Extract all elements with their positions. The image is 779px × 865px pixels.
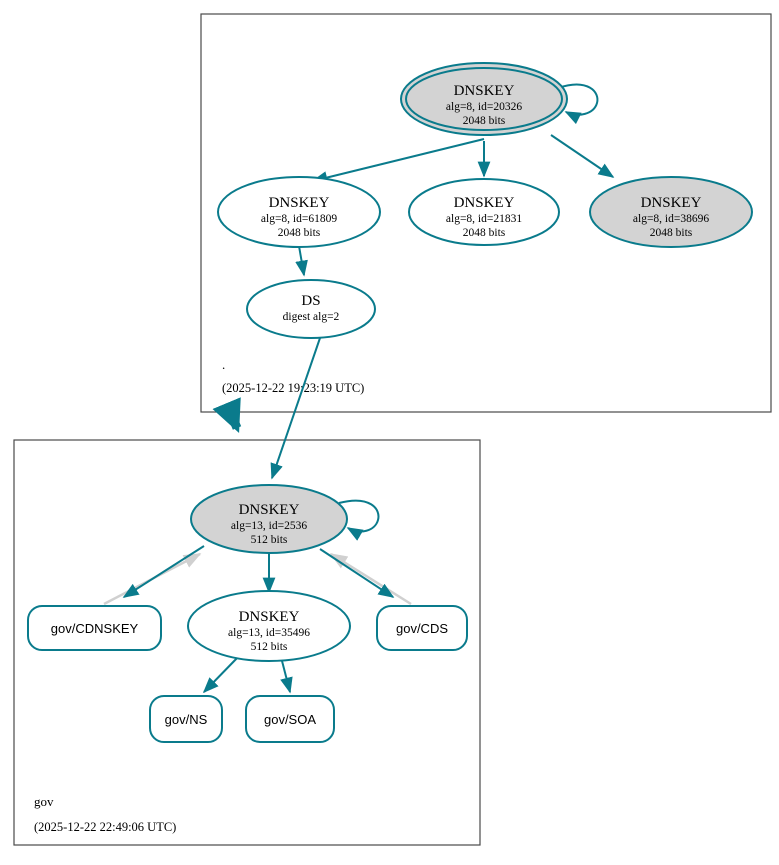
- node-gov-soa-label: gov/SOA: [264, 712, 316, 727]
- node-root-zsk-21831-line2: alg=8, id=21831: [446, 213, 522, 225]
- node-gov-cdnskey-box: [27, 605, 162, 651]
- node-gov-ns-label: gov/NS: [165, 712, 208, 727]
- node-root-zsk-21831-ellipse: [408, 178, 560, 246]
- node-root-zsk-61809[interactable]: DNSKEY alg=8, id=61809 2048 bits: [217, 176, 381, 248]
- zone-root-edges: [295, 83, 615, 277]
- node-root-zsk-61809-ellipse: [217, 176, 381, 248]
- node-root-ds-title: DS: [301, 293, 320, 309]
- node-root-zsk-21831-line3: 2048 bits: [463, 227, 506, 239]
- edge-gov-ksk-to-cds: [319, 548, 395, 598]
- edge-root-ksk-to-zsk-61809: [311, 138, 485, 184]
- node-gov-ksk-2536-title: DNSKEY: [239, 502, 300, 518]
- node-gov-cds-label: gov/CDS: [396, 621, 448, 636]
- zone-gov-label: gov: [34, 794, 54, 809]
- edge-gov-zsk-to-ns: [202, 654, 241, 694]
- edge-gov-ksk-to-cdnskey: [122, 545, 205, 598]
- node-gov-soa[interactable]: gov/SOA: [245, 695, 335, 743]
- node-root-ksk-20326-line2: alg=8, id=20326: [446, 101, 522, 113]
- zone-root-label: .: [222, 357, 225, 372]
- node-gov-zsk-35496-title: DNSKEY: [239, 609, 300, 625]
- node-root-ksk-20326-line3: 2048 bits: [463, 115, 506, 127]
- zone-gov-edges: [103, 499, 412, 694]
- node-root-zsk-38696-ellipse: [589, 176, 753, 248]
- node-gov-ksk-2536-ellipse: [190, 484, 348, 554]
- node-gov-cds-box: [376, 605, 468, 651]
- node-root-zsk-61809-title: DNSKEY: [269, 195, 330, 211]
- node-root-ksk-20326-title: DNSKEY: [454, 83, 515, 99]
- edge-root-zsk-61809-to-ds: [295, 245, 308, 277]
- node-gov-cdnskey[interactable]: gov/CDNSKEY: [27, 605, 162, 651]
- edge-root-ksk-to-zsk-38696: [550, 134, 615, 178]
- node-root-zsk-38696-line3: 2048 bits: [650, 227, 693, 239]
- edge-root-ksk-self-sign: [557, 83, 599, 125]
- node-root-zsk-38696-title: DNSKEY: [641, 195, 702, 211]
- node-gov-soa-box: [245, 695, 335, 743]
- node-gov-ksk-2536-line2: alg=13, id=2536: [231, 520, 307, 532]
- edge-gov-ksk-self-sign: [338, 499, 380, 541]
- node-gov-cdnskey-label: gov/CDNSKEY: [51, 621, 139, 636]
- node-gov-ns[interactable]: gov/NS: [149, 695, 223, 743]
- node-root-ds-ellipse: [246, 279, 376, 339]
- edge-root-ds-to-gov-ksk: [270, 337, 321, 480]
- zone-root-timestamp: (2025-12-22 19:23:19 UTC): [222, 381, 364, 395]
- node-root-zsk-21831[interactable]: DNSKEY alg=8, id=21831 2048 bits: [408, 178, 560, 246]
- node-gov-zsk-35496[interactable]: DNSKEY alg=13, id=35496 512 bits: [187, 590, 351, 662]
- node-gov-zsk-35496-ellipse: [187, 590, 351, 662]
- node-gov-zsk-35496-line3: 512 bits: [251, 641, 288, 653]
- zone-gov-nodes: DNSKEY alg=13, id=2536 512 bits DNSKEY a…: [27, 484, 468, 834]
- node-gov-ns-box: [149, 695, 223, 743]
- cross-zone-edges: [212, 337, 321, 480]
- edge-gov-cds-to-ksk: [329, 552, 412, 606]
- node-root-ksk-20326-inner-ellipse: [405, 67, 563, 131]
- node-root-ds-line2: digest alg=2: [283, 311, 340, 323]
- node-gov-zsk-35496-line2: alg=13, id=35496: [228, 627, 310, 639]
- edge-zone-root-to-gov: [212, 397, 242, 433]
- node-root-zsk-38696-line2: alg=8, id=38696: [633, 213, 709, 225]
- node-root-zsk-38696[interactable]: DNSKEY alg=8, id=38696 2048 bits: [589, 176, 753, 248]
- node-root-ds[interactable]: DS digest alg=2: [246, 279, 376, 339]
- node-root-zsk-61809-line2: alg=8, id=61809: [261, 213, 337, 225]
- zone-root: DNSKEY alg=8, id=20326 2048 bits DNSKEY …: [200, 13, 772, 413]
- node-root-zsk-21831-title: DNSKEY: [454, 195, 515, 211]
- node-gov-ksk-2536-line3: 512 bits: [251, 534, 288, 546]
- node-root-zsk-61809-line3: 2048 bits: [278, 227, 321, 239]
- zone-gov-timestamp: (2025-12-22 22:49:06 UTC): [34, 820, 176, 834]
- node-gov-cds[interactable]: gov/CDS: [376, 605, 468, 651]
- node-root-ksk-20326[interactable]: DNSKEY alg=8, id=20326 2048 bits: [400, 62, 568, 136]
- edge-gov-zsk-to-soa: [280, 656, 293, 694]
- node-gov-ksk-2536[interactable]: DNSKEY alg=13, id=2536 512 bits: [190, 484, 348, 554]
